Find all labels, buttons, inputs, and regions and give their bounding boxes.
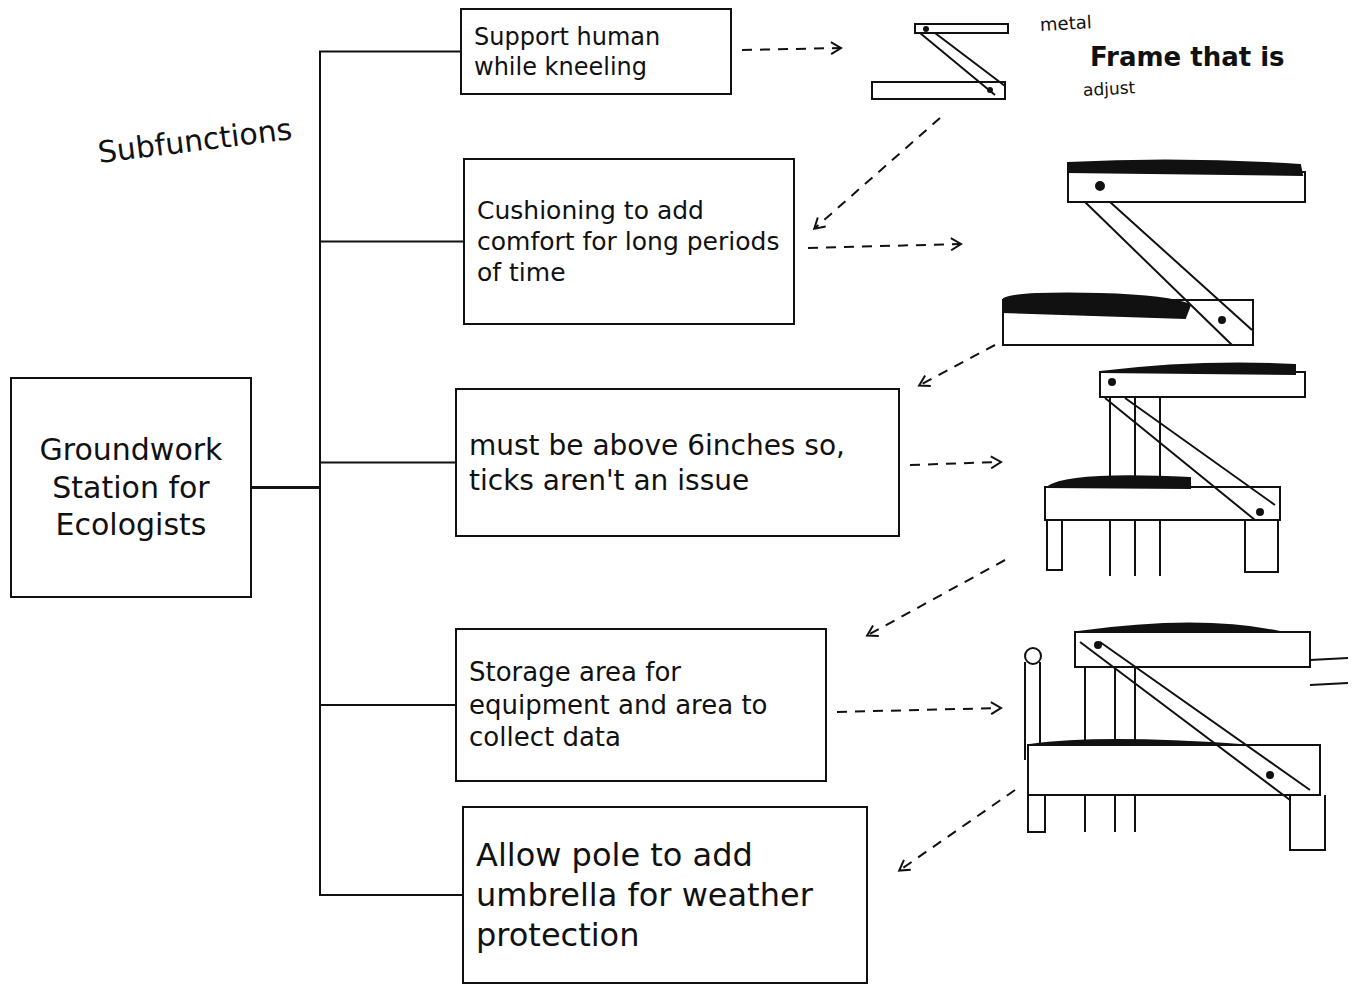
box-text: Cushioning to add comfort for long perio… [477,195,781,289]
box-text: Groundwork Station for Ecologists [24,431,238,544]
frame-leg [1047,520,1278,572]
pivot-hole [988,88,992,92]
sketch-note: adjust [1082,77,1135,100]
dashed-arrow [920,345,995,385]
tree-connector [252,463,455,488]
subfunction-box: Cushioning to add comfort for long perio… [463,158,795,325]
root-function-box: Groundwork Station for Ecologists [10,377,252,598]
cushion [1003,294,1190,318]
box-text: Support human while kneeling [474,22,718,82]
frame-plate [1100,372,1305,397]
dashed-arrow [808,244,960,248]
cushion [1078,624,1280,633]
sketch-note: Frame that is [1090,42,1285,73]
side-tray [1310,658,1348,685]
pivot-hole [1257,509,1263,515]
frame-bar [915,24,1008,33]
frame-diagonal [1080,642,1310,800]
pivot-hole [924,27,928,31]
group-label: Subfunctions [96,111,294,171]
subfunction-box: Support human while kneeling [460,8,732,95]
frame-leg [1028,795,1325,850]
dashed-arrow [910,462,1000,465]
frame-plate [1045,487,1280,520]
box-text: must be above 6inches so, ticks aren't a… [469,428,886,498]
frame-diagonal [1105,398,1275,520]
tree-connector [252,488,455,706]
sketch-note: metal [1039,11,1092,35]
cushion [1100,364,1295,374]
dashed-arrow [868,560,1005,635]
subfunction-box: Allow pole to add umbrella for weather p… [462,806,868,984]
box-text: Allow pole to add umbrella for weather p… [476,835,854,955]
pivot-hole [1109,379,1115,385]
frame-plate [1068,172,1305,202]
dashed-arrow [900,790,1015,870]
frame-plate [1028,745,1320,795]
cushion [1030,740,1240,745]
dashed-arrow [815,118,940,228]
dashed-arrow [742,48,840,50]
pivot-hole [1095,642,1101,648]
frame-diagonal [920,33,1005,95]
tree-connector [252,488,462,896]
pivot-hole [1219,317,1225,323]
subfunction-box: Storage area for equipment and area to c… [455,628,827,782]
pole-cap [1025,648,1041,664]
cushion [1068,160,1302,175]
pivot-hole [1096,182,1104,190]
subfunction-box: must be above 6inches so, ticks aren't a… [455,388,900,537]
dashed-arrow [837,708,1000,712]
frame-diagonal [1085,202,1252,345]
frame-bar [872,82,1005,99]
pivot-hole [1267,772,1273,778]
cushion [1048,476,1190,488]
tree-connector [252,242,463,488]
box-text: Storage area for equipment and area to c… [469,656,813,754]
